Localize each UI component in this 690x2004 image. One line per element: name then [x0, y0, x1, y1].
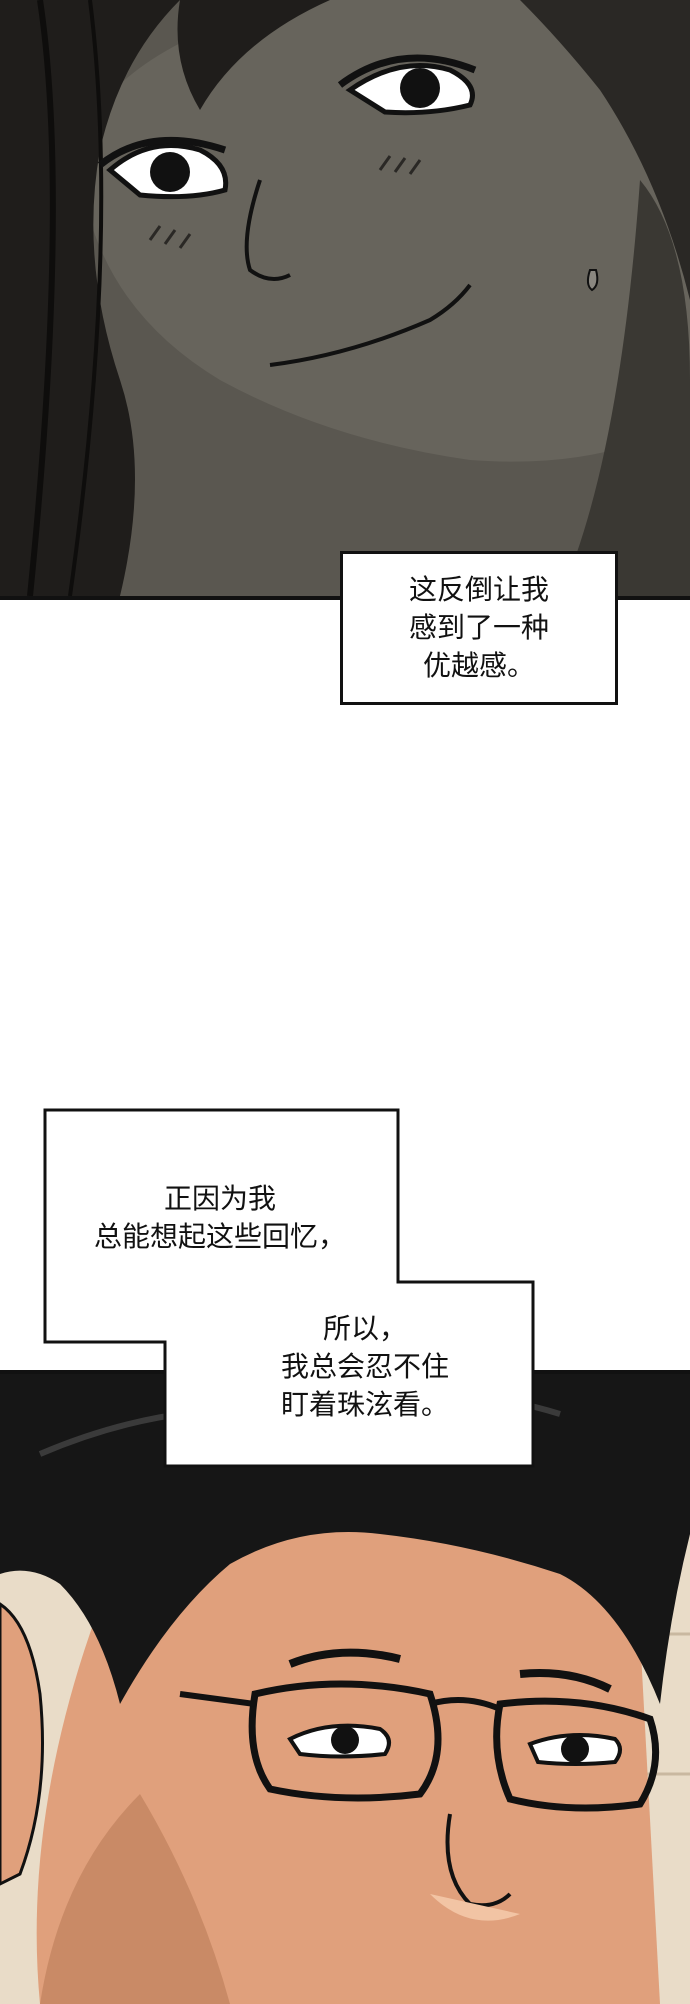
- caption-line: 这反倒让我: [408, 573, 549, 606]
- manga-panel-girl-face: [0, 0, 690, 600]
- boy-glasses-illustration: [0, 1374, 690, 2004]
- caption-line: 优越感。: [422, 649, 535, 682]
- narration-caption-superiority: 这反倒让我 感到了一种 优越感。: [340, 551, 618, 705]
- caption-line: 感到了一种: [408, 611, 549, 644]
- caption-line: 总能想起这些回忆，: [93, 1220, 346, 1253]
- caption-part-a: 正因为我 总能想起这些回忆，: [60, 1180, 380, 1256]
- girl-face-illustration: [0, 0, 690, 596]
- manga-panel-boy-glasses: [0, 1370, 690, 2004]
- caption-line: 正因为我: [163, 1182, 276, 1215]
- caption-line: 所以，: [322, 1312, 407, 1345]
